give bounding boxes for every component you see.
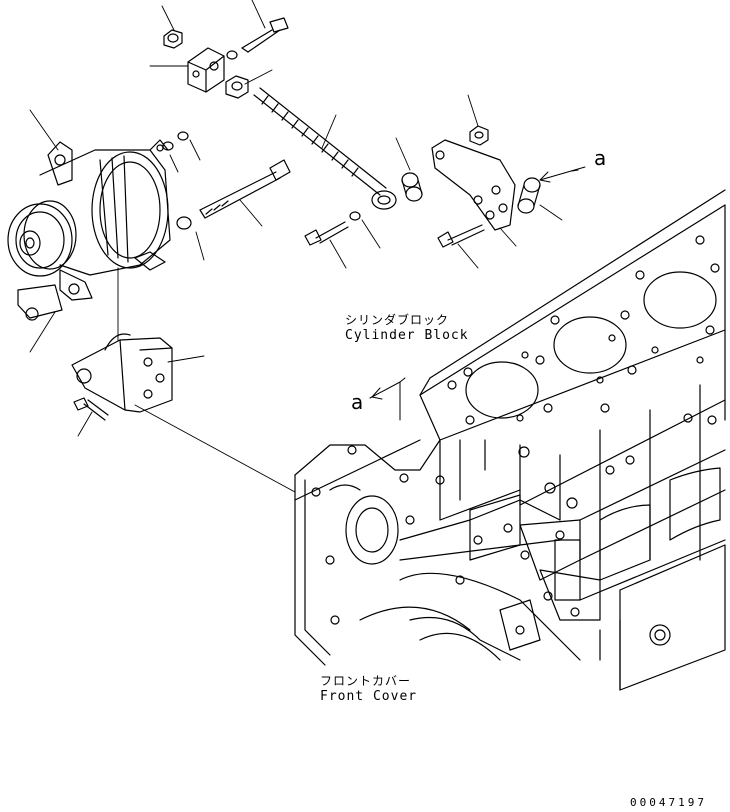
rod-washer (350, 212, 360, 220)
top-nut (164, 30, 182, 48)
washer-mid (163, 142, 173, 150)
front-cover-label-en: Front Cover (320, 689, 418, 704)
cylinder-block-label-jp: シリンダブロック (345, 313, 450, 327)
through-bolt (200, 160, 290, 218)
front-cover-label-jp: フロントカバー (320, 674, 412, 688)
leader-lines (30, 0, 562, 492)
deck-holes (448, 236, 719, 424)
washer-lower (177, 217, 191, 229)
top-bolt (242, 18, 288, 52)
spacer-right (518, 178, 540, 213)
rod-bolt (305, 222, 348, 245)
drawing-number: 00047197 (630, 796, 707, 809)
adjusting-rod (254, 88, 396, 209)
view-arrow-top (540, 167, 585, 182)
cylinder-block-label-en: Cylinder Block (345, 328, 469, 343)
plate-bolt (438, 225, 484, 247)
top-washer (227, 51, 237, 59)
view-arrow-block (370, 378, 405, 420)
view-ref-label-top: a (594, 146, 608, 170)
adjuster-nut (226, 76, 248, 98)
view-ref-label-block: a (351, 390, 365, 414)
plate-bracket (432, 140, 515, 230)
spacer-left (402, 173, 422, 201)
washer-upper (178, 132, 188, 140)
adjuster-block (188, 48, 224, 92)
bracket-bolt (74, 398, 108, 420)
mounting-bracket (72, 334, 172, 412)
front-cover (295, 440, 600, 665)
plate-nut (470, 126, 488, 145)
alternator-shield (18, 285, 62, 320)
alternator (8, 140, 170, 300)
